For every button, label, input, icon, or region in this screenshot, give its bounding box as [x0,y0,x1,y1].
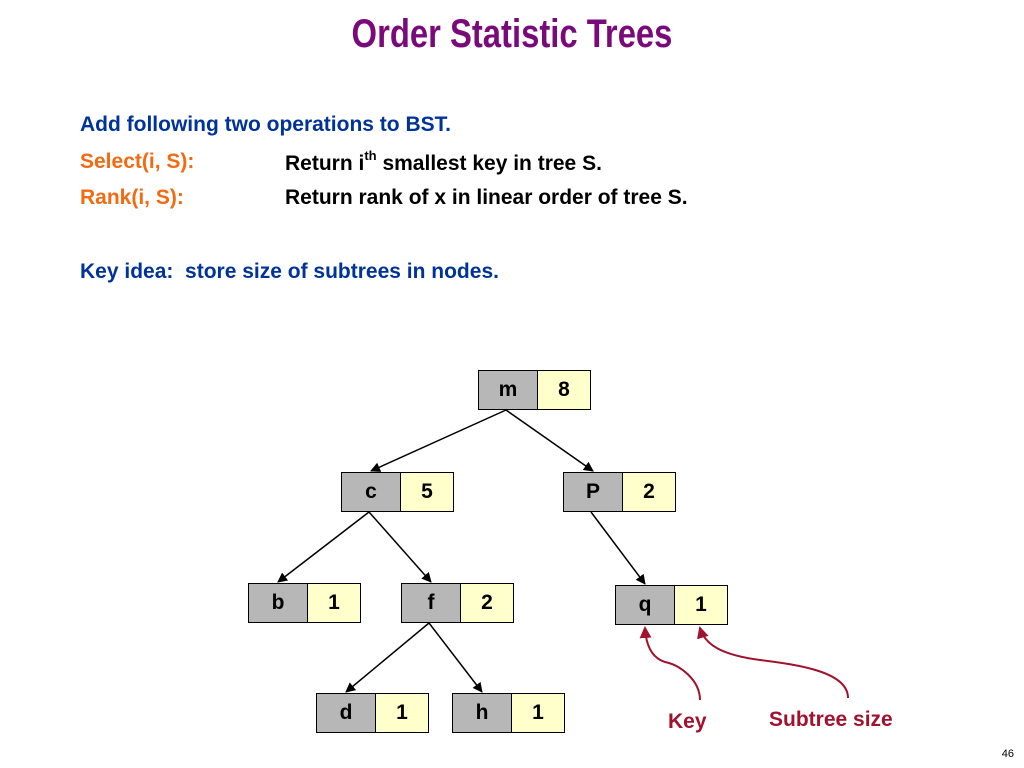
node-size: 5 [401,473,453,511]
rank-op-name: Rank(i, S): [80,186,184,209]
select-op-desc-post: smallest key in tree S. [376,152,602,175]
page-number: 46 [1001,748,1014,760]
tree-edge-m-P [505,409,594,472]
node-size: 1 [308,584,360,622]
select-op-desc-sup: th [364,148,377,163]
size-callout-arrow [697,626,849,699]
node-size: 1 [512,694,564,732]
tree-edge-c-b [277,511,370,583]
node-size: 1 [675,586,727,624]
size-callout-label: Subtree size [769,708,893,731]
node-key: h [453,694,512,732]
intro-text: Add following two operations to BST. [80,113,451,136]
node-size: 8 [538,371,590,409]
tree-edge-f-d [345,622,430,693]
select-op-desc: Return ith smallest key in tree S. [285,148,602,176]
tree-edge-m-c [370,409,507,472]
node-size: 2 [623,473,675,511]
node-key: m [479,371,538,409]
node-key: P [564,473,623,511]
node-size: 1 [376,694,428,732]
tree-edge-group [277,409,646,693]
tree-edge-f-h [428,622,483,693]
key-idea-text: Key idea: store size of subtrees in node… [80,260,499,283]
select-op-desc-pre: Return i [285,152,365,175]
node-key: d [317,694,376,732]
tree-edge-c-f [368,511,432,583]
select-op-name: Select(i, S): [80,150,195,173]
rank-op-desc: Return rank of x in linear order of tree… [285,186,688,209]
slide-title: Order Statistic Trees [351,12,673,56]
node-key: c [342,473,401,511]
node-key: q [616,586,675,624]
tree-edge-P-q [590,511,646,585]
key-callout-arrow [639,626,701,701]
key-callout-label: Key [668,710,707,733]
node-key: b [249,584,308,622]
node-size: 2 [461,584,513,622]
node-key: f [402,584,461,622]
